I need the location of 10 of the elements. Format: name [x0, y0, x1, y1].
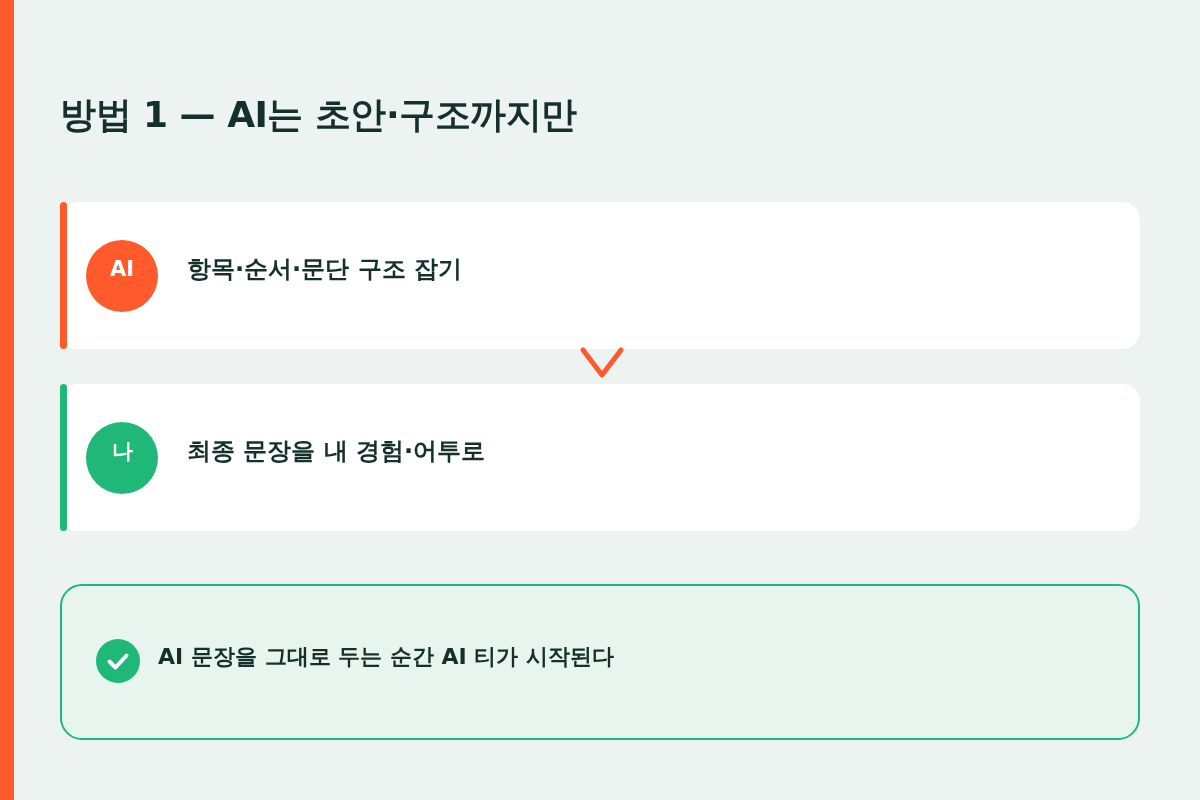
- callout-box: [60, 584, 1140, 740]
- card: [60, 202, 1140, 349]
- chevron-arrow: [580, 347, 624, 378]
- card-text: 최종 문장을 내 경험·어투로: [187, 436, 486, 467]
- card: [60, 384, 1140, 531]
- step-badge: AI: [86, 240, 158, 312]
- callout-text: AI 문장을 그대로 두는 순간 AI 티가 시작된다: [158, 643, 615, 671]
- step-badge: 나: [86, 422, 158, 494]
- title: 방법 1 — AI는 초안·구조까지만: [60, 93, 577, 137]
- card-text: 항목·순서·문단 구조 잡기: [187, 254, 462, 285]
